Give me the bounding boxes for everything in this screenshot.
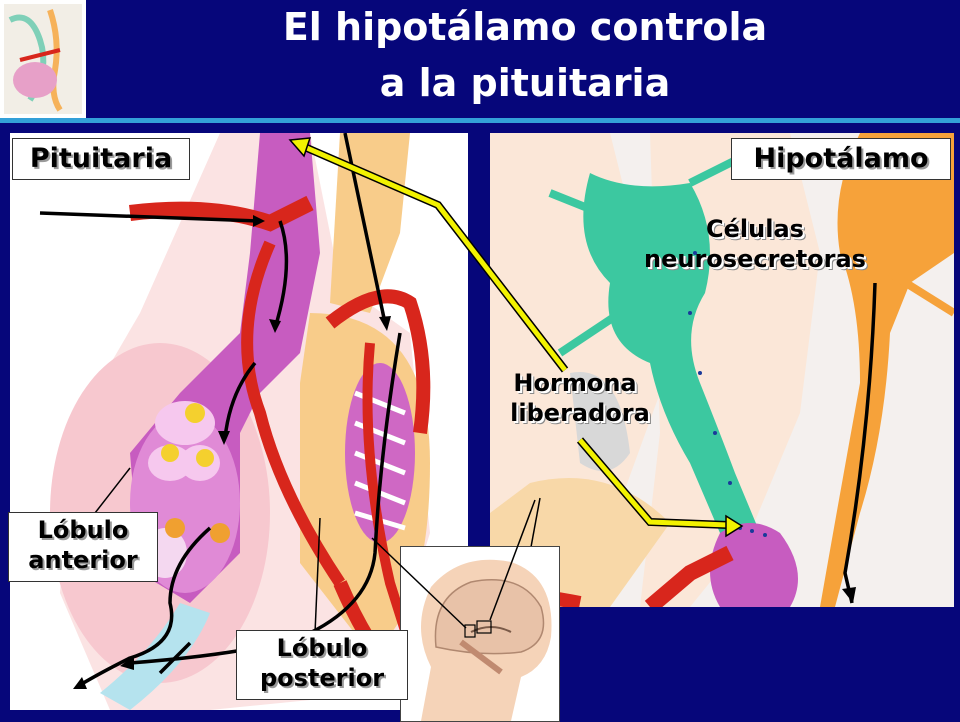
label-pituitaria: Pituitaria [12,138,190,180]
brain-inset-image [400,546,560,722]
thumbnail-illustration [4,4,82,114]
label-lobulo-anterior-line-1: Lóbulo [37,516,129,544]
label-lobulo-posterior: Lóbulo posterior [236,630,408,700]
label-hormona: Hormona [513,369,637,397]
brain-drawing [421,559,552,721]
label-lobulo-anterior-line-2: anterior [28,546,138,574]
page-title-line-2: a la pituitaria [379,61,671,105]
label-lobulo-posterior-line-2: posterior [259,664,385,692]
label-hipotalamo: Hipotálamo [731,138,951,180]
label-lobulo-anterior: Lóbulo anterior [8,512,158,582]
label-liberadora: liberadora [510,399,650,427]
title-divider [0,118,960,123]
label-neurosecretoras: neurosecretoras [644,245,866,273]
label-celulas: Células [706,215,804,243]
label-lobulo-posterior-line-1: Lóbulo [276,634,368,662]
page-title-line-1: El hipotálamo controla [282,5,768,49]
thumbnail-image [0,0,86,118]
